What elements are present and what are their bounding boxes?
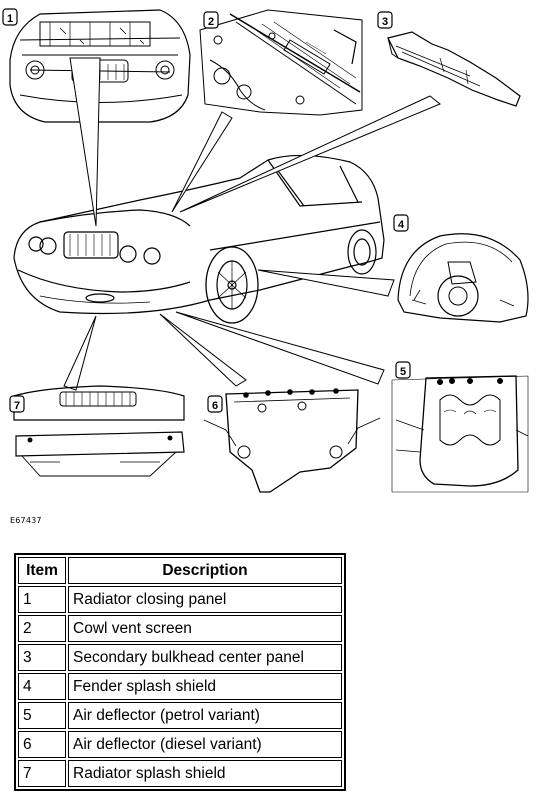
item-number: 7 <box>18 760 66 787</box>
column-header-item: Item <box>18 557 66 584</box>
svg-text:5: 5 <box>400 366 406 378</box>
item-number: 4 <box>18 673 66 700</box>
table-row: 7 Radiator splash shield <box>18 760 342 787</box>
callout-2: 2 <box>203 11 219 29</box>
item-number: 5 <box>18 702 66 729</box>
item-number: 1 <box>18 586 66 613</box>
item-description: Secondary bulkhead center panel <box>68 644 342 671</box>
detail-7-radiator-splash-shield <box>13 385 185 477</box>
callout-1: 1 <box>2 8 18 26</box>
detail-4-fender-splash-shield <box>397 233 529 323</box>
item-description: Radiator splash shield <box>68 760 342 787</box>
callout-6: 6 <box>207 395 223 413</box>
item-description: Air deflector (diesel variant) <box>68 731 342 758</box>
table-row: 1 Radiator closing panel <box>18 586 342 613</box>
vehicle-main-view <box>13 154 385 324</box>
item-description: Fender splash shield <box>68 673 342 700</box>
item-description: Radiator closing panel <box>68 586 342 613</box>
callout-4: 4 <box>393 214 409 232</box>
svg-text:4: 4 <box>398 219 405 231</box>
leader-lines <box>63 57 441 391</box>
item-description-table: Item Description 1 Radiator closing pane… <box>14 553 346 791</box>
table-header-row: Item Description <box>18 557 342 584</box>
item-number: 3 <box>18 644 66 671</box>
svg-text:1: 1 <box>7 13 13 25</box>
svg-text:7: 7 <box>14 400 20 412</box>
table-row: 6 Air deflector (diesel variant) <box>18 731 342 758</box>
table-row: 2 Cowl vent screen <box>18 615 342 642</box>
detail-3-bulkhead-panel <box>387 31 521 107</box>
svg-text:6: 6 <box>212 400 218 412</box>
item-description: Air deflector (petrol variant) <box>68 702 342 729</box>
callout-5: 5 <box>395 361 411 379</box>
table-row: 5 Air deflector (petrol variant) <box>18 702 342 729</box>
detail-2-cowl-vent-screen <box>199 9 363 116</box>
exploded-view-illustration: 1 2 3 <box>2 8 529 493</box>
svg-text:3: 3 <box>382 16 388 28</box>
item-number: 6 <box>18 731 66 758</box>
item-number: 2 <box>18 615 66 642</box>
detail-6-air-deflector-diesel <box>203 388 381 493</box>
callout-7: 7 <box>9 395 25 413</box>
column-header-description: Description <box>68 557 342 584</box>
table-row: 3 Secondary bulkhead center panel <box>18 644 342 671</box>
table-row: 4 Fender splash shield <box>18 673 342 700</box>
item-description: Cowl vent screen <box>68 615 342 642</box>
detail-5-air-deflector-petrol <box>391 375 529 493</box>
callout-3: 3 <box>377 11 393 29</box>
svg-text:2: 2 <box>208 16 214 28</box>
figure-reference-id: E67437 <box>10 516 42 525</box>
